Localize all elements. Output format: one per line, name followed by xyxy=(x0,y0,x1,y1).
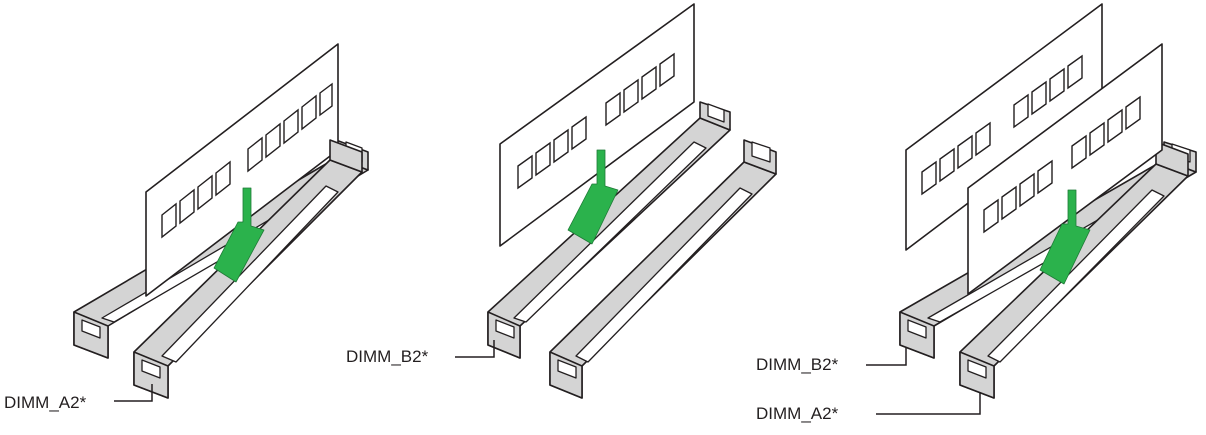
panel3-insert-arrow-icon xyxy=(1039,189,1091,285)
panel1-leader-line xyxy=(114,384,153,402)
panel-2 xyxy=(455,3,777,399)
panel2-slot-label: DIMM_B2* xyxy=(346,347,429,366)
panel-3 xyxy=(866,3,1197,415)
panel1-insert-arrow-icon xyxy=(213,187,265,283)
panel1-memory-module xyxy=(145,43,339,297)
panel3-lower-leader-line xyxy=(876,392,981,415)
panel1-front-slot xyxy=(133,139,363,399)
panel3-upper-slot-label: DIMM_B2* xyxy=(756,355,839,374)
panel2-leader-line xyxy=(455,340,495,358)
panel3-front-slot xyxy=(959,141,1189,399)
panel1-slot-label: DIMM_A2* xyxy=(4,393,87,412)
panel3-lower-slot-label: DIMM_A2* xyxy=(756,404,839,423)
panel2-right-slot xyxy=(549,139,777,399)
panel2-memory-module xyxy=(499,3,695,247)
panel2-insert-arrow-icon xyxy=(567,149,619,245)
panel-1 xyxy=(73,43,369,402)
panel3-upper-leader-line xyxy=(866,348,907,366)
panel3-front-memory-module xyxy=(967,43,1163,295)
panel2-left-slot xyxy=(487,101,731,359)
